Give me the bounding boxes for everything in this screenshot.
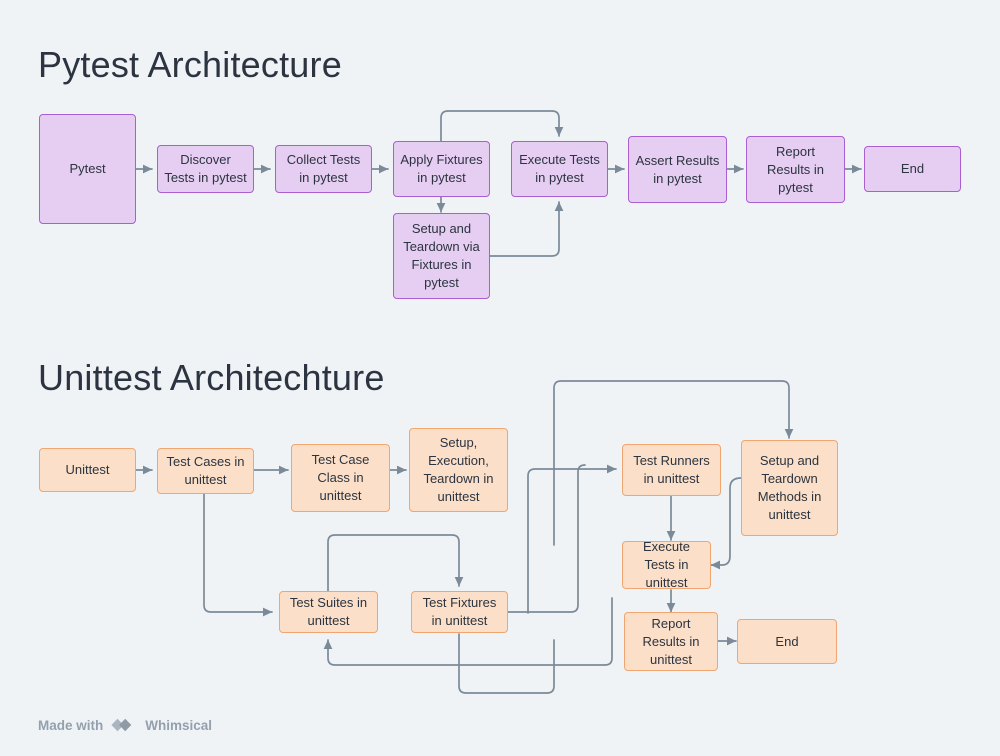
node-test-cases[interactable]: Test Cases in unittest [157,448,254,494]
whimsical-logo-icon [110,716,138,734]
made-with-label: Made with [38,717,104,733]
node-test-runners[interactable]: Test Runners in unittest [622,444,721,496]
node-report-results-unittest[interactable]: Report Results in unittest [624,612,718,671]
node-unittest-start[interactable]: Unittest [39,448,136,492]
node-test-case-class[interactable]: Test Case Class in unittest [291,444,390,512]
node-end-unittest[interactable]: End [737,619,837,664]
node-execute-tests-pytest[interactable]: Execute Tests in pytest [511,141,608,197]
node-execute-tests-unittest[interactable]: Execute Tests in unittest [622,539,711,590]
node-pytest-start[interactable]: Pytest [39,114,136,224]
node-end-pytest[interactable]: End [864,146,961,192]
node-setup-teardown-fixtures[interactable]: Setup and Teardown via Fixtures in pytes… [393,213,490,299]
whimsical-brand-label: Whimsical [145,717,213,733]
node-test-fixtures[interactable]: Test Fixtures in unittest [411,591,508,633]
edge-suites-to-fixtures [327,534,464,592]
node-setup-teardown-methods[interactable]: Setup and Teardown Methods in unittest [741,440,838,536]
node-setup-execution-teardown[interactable]: Setup, Execution, Teardown in unittest [409,428,508,512]
node-collect-tests[interactable]: Collect Tests in pytest [275,145,372,193]
page-title-unittest: Unittest Architechture [38,357,385,398]
node-apply-fixtures[interactable]: Apply Fixtures in pytest [393,141,490,197]
edge-cases-to-suites [203,493,273,617]
node-assert-results[interactable]: Assert Results in pytest [628,136,727,203]
whimsical-attribution: Made with Whimsical [38,716,212,734]
node-report-results-pytest[interactable]: Report Results in pytest [746,136,845,203]
edge-fixtures-to-rail [507,464,586,613]
edge-apply-to-execute [440,110,564,142]
edge-fixtures-bottom-loop [458,633,555,694]
edge-setup-to-execute [489,201,564,257]
page-title-pytest: Pytest Architecture [38,44,342,85]
edge-rail-to-runners [527,464,617,614]
node-discover-tests[interactable]: Discover Tests in pytest [157,145,254,193]
node-test-suites[interactable]: Test Suites in unittest [279,591,378,633]
